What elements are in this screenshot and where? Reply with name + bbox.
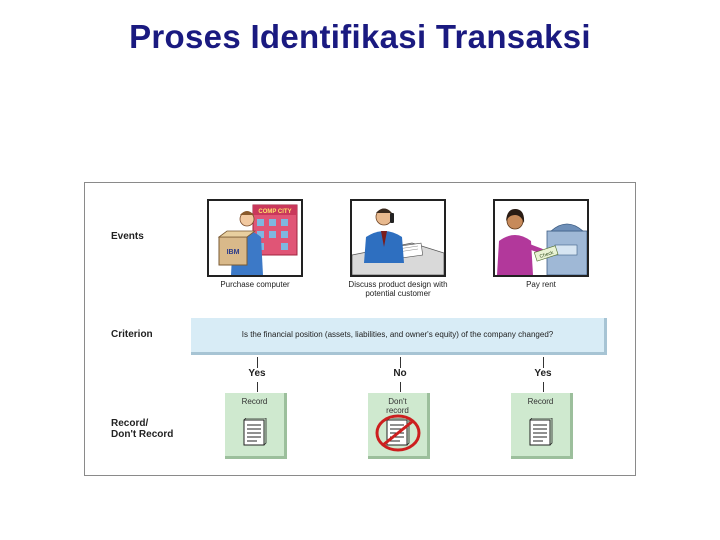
event-caption-pay-rent: Pay rent [471,280,611,289]
transaction-diagram: Events Criterion Record/ Don't Record CO… [84,182,636,476]
record-box-label-line1: Record [527,397,554,406]
record-box-label-line2: record [386,406,409,415]
record-box-rent: Record [511,393,573,459]
record-box-label: Don't record [368,397,427,415]
answer-yes-rent: Yes [534,368,552,379]
record-row-label-line2: Don't Record [111,429,174,440]
record-row-label: Record/ Don't Record [111,418,173,440]
record-box-label: Record [511,397,570,406]
connector-line [543,357,544,368]
record-box-discuss: Don't record [368,393,430,459]
connector-line [400,382,401,392]
ledger-document-icon [529,418,553,446]
criterion-question-text: Is the financial position (assets, liabi… [241,330,554,339]
record-box-label: Record [225,397,284,406]
answer-yes-purchase: Yes [248,368,266,379]
record-box-purchase: Record [225,393,287,459]
criterion-row-label: Criterion [111,329,153,340]
ledger-document-icon [243,418,267,446]
connector-line [543,382,544,392]
events-row-label: Events [111,231,144,242]
event-discuss-design-illustration [350,199,446,277]
record-box-label-line1: Record [241,397,268,406]
box-brand-text: IBM [227,249,240,256]
connector-line [400,357,401,368]
event-caption-pay-rent-line1: Pay rent [526,280,556,289]
event-caption-discuss-design-line1: Discuss product design with [348,280,448,289]
event-caption-discuss-design: Discuss product design with potential cu… [328,280,468,298]
connector-line [257,357,258,368]
event-pay-rent-illustration: Check [493,199,589,277]
record-box-label-line1: Don't [388,397,407,406]
event-purchase-computer-illustration: COMP CITY IBM [207,199,303,277]
prohibited-icon [375,414,421,452]
event-caption-purchase-computer: Purchase computer [185,280,325,289]
slide-title: Proses Identifikasi Transaksi [129,18,591,55]
check-text: Check [539,250,555,260]
criterion-question-box: Is the financial position (assets, liabi… [191,318,607,355]
answer-no-discuss: No [393,368,407,379]
connector-line [257,382,258,392]
record-row-label-line1: Record/ [111,418,149,429]
store-sign-text: COMP CITY [258,209,291,215]
event-caption-purchase-computer-line1: Purchase computer [220,280,290,289]
event-caption-discuss-design-line2: potential customer [365,289,431,298]
